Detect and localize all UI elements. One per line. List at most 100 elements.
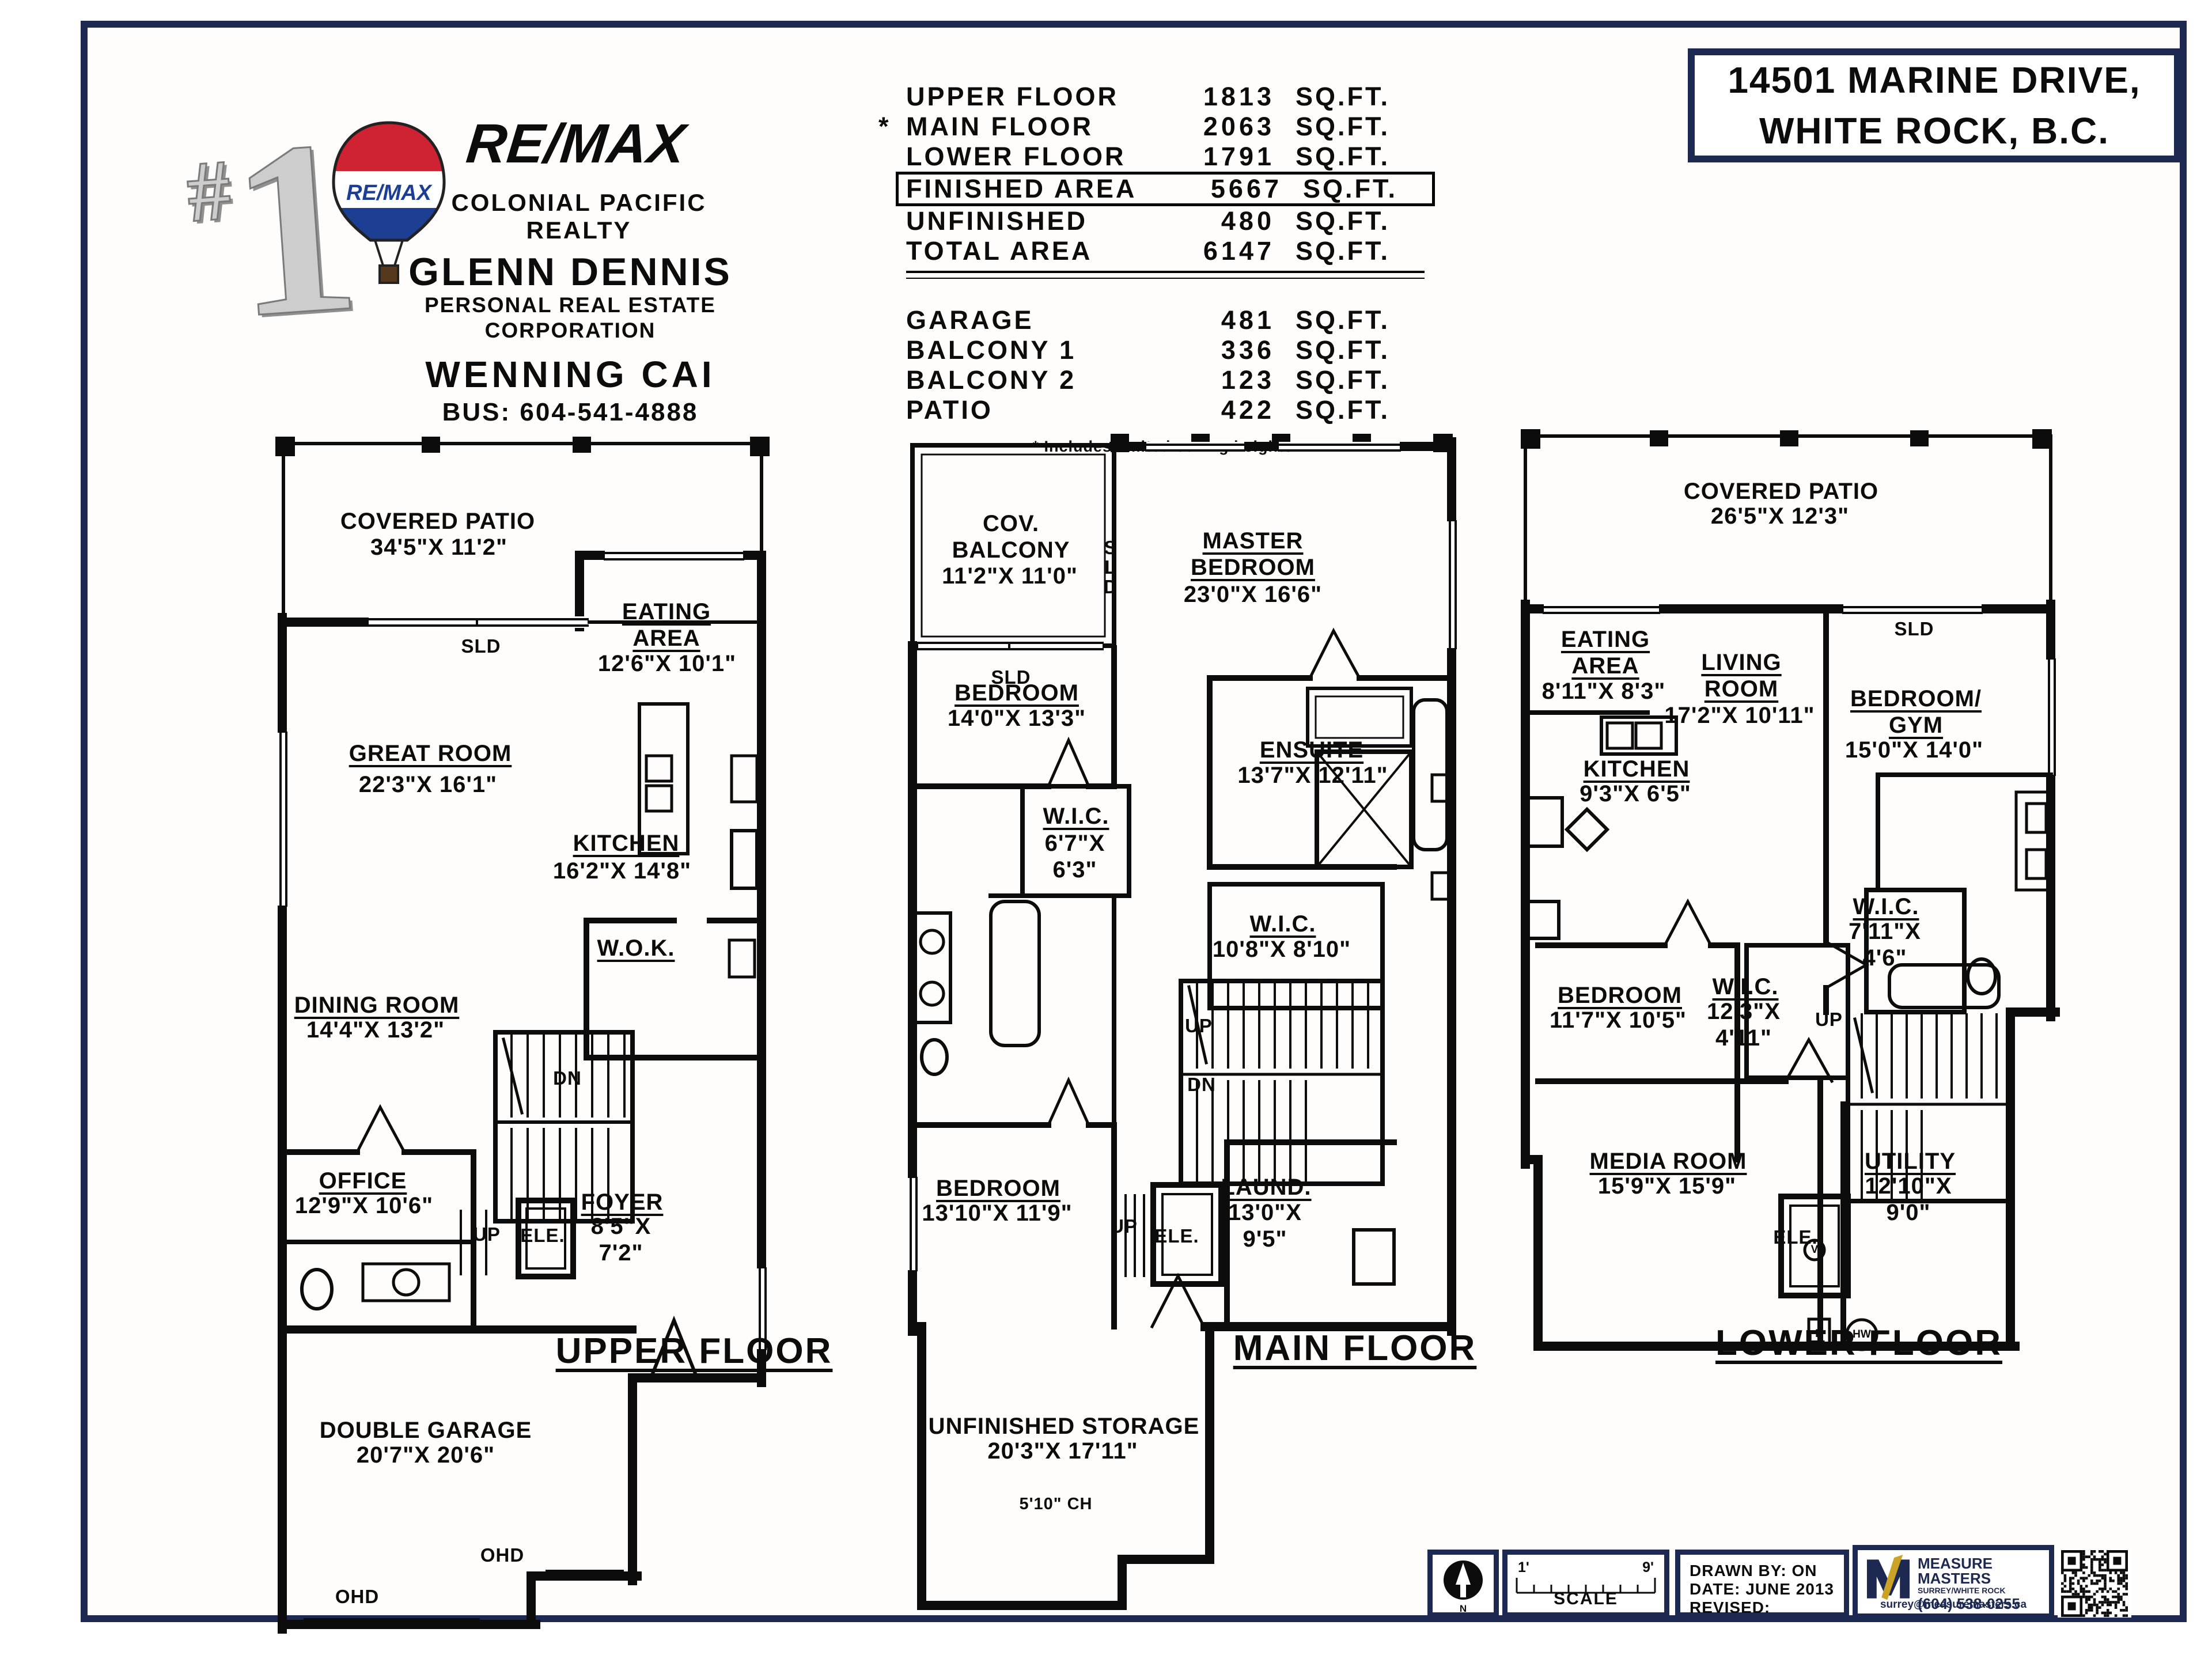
dn-label: DN	[553, 1067, 582, 1089]
room-wic1: W.I.C.	[1853, 894, 1919, 919]
room-great-room-dims: 22'3"X 16'1"	[358, 772, 498, 797]
room-kitchen: KITCHEN	[1583, 756, 1690, 782]
room-storage-dims: 20'3"X 17'11"	[987, 1438, 1138, 1464]
room-laundry: LAUND.	[1221, 1175, 1312, 1200]
sld-label: SLD	[1894, 618, 1934, 639]
row-label: BALCONY 1	[906, 335, 1077, 365]
up-label: UP	[1815, 1009, 1843, 1030]
room-bedroom2: BEDROOM	[936, 1176, 1060, 1201]
row-star: *	[878, 112, 891, 141]
room-kitchen: KITCHEN	[573, 831, 680, 856]
room-ensuite-dims: 13'7"X 12'11"	[1237, 763, 1388, 788]
room-storage: UNFINISHED STORAGE	[928, 1414, 1200, 1439]
room-garage: DOUBLE GARAGE	[319, 1418, 532, 1443]
address-line1: 14501 MARINE DRIVE,	[1728, 59, 2141, 101]
room-kitchen-dims: 9'3"X 6'5"	[1580, 781, 1691, 806]
row-unit: SQ.FT.	[1296, 395, 1391, 425]
elevator-label: ELE.	[1773, 1226, 1818, 1248]
row-unit: SQ.FT.	[1303, 174, 1398, 203]
row-label: UNFINISHED	[906, 206, 1088, 236]
upper-floor-plan-drawing	[275, 437, 770, 1634]
room-office-dims: 12'9"X 10'6"	[294, 1193, 434, 1218]
balloon-wordmark: RE/MAX	[346, 181, 433, 205]
room-eating-area: EATING AREA	[622, 599, 711, 651]
table-row: BALCONY 2 123 SQ.FT.	[906, 365, 1425, 395]
room-office: OFFICE	[319, 1168, 407, 1194]
main-floor-title: MAIN FLOOR	[1233, 1328, 1477, 1368]
table-row: LOWER FLOOR 1791 SQ.FT.	[906, 142, 1425, 172]
room-utility: UTILITY	[1864, 1149, 1956, 1174]
row-unit: SQ.FT.	[1296, 365, 1391, 395]
room-bedroom2-dims: 13'10"X 11'9"	[922, 1200, 1073, 1226]
office-name-line2: REALTY	[526, 217, 632, 244]
scale-end: 9'	[1642, 1559, 1654, 1575]
row-label: PATIO	[906, 395, 993, 425]
row-value: 2063	[1203, 112, 1275, 141]
drawn-by-box: DRAWN BY: ON DATE: JUNE 2013 REVISED:	[1675, 1550, 1849, 1618]
table-divider	[906, 271, 1425, 279]
breaker-label: B	[1815, 1328, 1823, 1340]
table-row: PATIO 422 SQ.FT.	[906, 395, 1425, 425]
remax-balloon-icon: RE/MAX	[332, 121, 446, 284]
row-label: FINISHED AREA	[906, 174, 1137, 203]
room-great-room: GREAT ROOM	[349, 741, 512, 766]
ceiling-height-note: 5'10" CH	[1019, 1495, 1093, 1513]
row-label: MAIN FLOOR	[906, 112, 1093, 141]
company-phone: (604) 538-0255	[1918, 1595, 2020, 1612]
measure-masters-logo	[1866, 1555, 1910, 1600]
company-name: MEASURE MASTERS	[1918, 1555, 1993, 1587]
row-label: UPPER FLOOR	[906, 82, 1119, 111]
room-bedroom-gym-dims: 15'0"X 14'0"	[1844, 737, 1984, 763]
office-name-line1: COLONIAL PACIFIC	[451, 189, 707, 216]
table-row: UPPER FLOOR 1813 SQ.FT.	[906, 82, 1425, 112]
room-eating-area-dims: 12'6"X 10'1"	[597, 651, 737, 676]
room-dining-dims: 14'4"X 13'2"	[306, 1017, 445, 1043]
drawn-by: DRAWN BY: ON	[1690, 1562, 1817, 1580]
row-label: BALCONY 2	[906, 365, 1077, 395]
hash-glyph: #	[183, 141, 234, 241]
agent-title: PERSONAL REAL ESTATE CORPORATION	[425, 293, 716, 342]
row-unit: SQ.FT.	[1296, 142, 1391, 171]
row-unit: SQ.FT.	[1296, 305, 1391, 335]
row-unit: SQ.FT.	[1296, 112, 1391, 141]
room-bedroom: BEDROOM	[1558, 983, 1682, 1008]
company-email: surrey@measuremasters.ca	[1880, 1599, 2027, 1611]
agent-name-2: WENNING CAI	[425, 354, 715, 395]
main-floor-plan-drawing	[908, 434, 1457, 1610]
row-value: 1813	[1203, 82, 1275, 111]
scale-label: SCALE	[1554, 1589, 1618, 1608]
row-unit: SQ.FT.	[1296, 335, 1391, 365]
row-value: 1791	[1203, 142, 1275, 171]
revised: REVISED:	[1690, 1599, 1771, 1616]
room-garage-dims: 20'7"X 20'6"	[356, 1442, 495, 1468]
qr-code	[2061, 1550, 2128, 1617]
north-arrow-icon	[1444, 1560, 1483, 1600]
room-wic2: W.I.C.	[1712, 974, 1779, 999]
row-value: 123	[1221, 365, 1275, 395]
room-utility-dims: 12'10"X 9'0"	[1865, 1173, 1952, 1225]
room-dining: DINING ROOM	[294, 993, 460, 1018]
sld-label: SLD	[461, 635, 501, 657]
room-bedroom1-dims: 14'0"X 13'3"	[947, 706, 1086, 731]
north-label: N	[1459, 1603, 1467, 1614]
room-kitchen-dims: 16'2"X 14'8"	[552, 858, 692, 884]
room-bedroom-gym: BEDROOM/ GYM	[1850, 686, 1982, 738]
company-tagline: SURREY/WHITE ROCK	[1918, 1586, 2006, 1595]
table-row: GARAGE 481 SQ.FT.	[906, 305, 1425, 335]
room-living-room-dims: 17'2"X 10'11"	[1664, 703, 1815, 728]
address-box: 14501 MARINE DRIVE, WHITE ROCK, B.C.	[1688, 48, 2181, 162]
ohd-label: OHD	[480, 1544, 525, 1566]
table-row: TOTAL AREA 6147 SQ.FT.	[906, 236, 1425, 266]
up-label: UP	[1185, 1015, 1213, 1036]
row-unit: SQ.FT.	[1296, 236, 1391, 266]
room-wic2: W.I.C.	[1249, 911, 1316, 937]
lower-floor-plan-drawing	[1521, 429, 2060, 1351]
room-cov-balcony: COV. BALCONY	[952, 511, 1070, 563]
room-master-bedroom-dims: 23'0"X 16'6"	[1183, 582, 1323, 607]
room-covered-patio: COVERED PATIO	[340, 509, 536, 534]
room-media-room-dims: 15'9"X 15'9"	[1597, 1173, 1737, 1199]
table-row: BALCONY 1 336 SQ.FT.	[906, 335, 1425, 365]
room-foyer-dims: 8'5"X 7'2"	[590, 1214, 652, 1266]
remax-wordmark: RE/MAX	[463, 113, 689, 175]
row-value: 481	[1221, 305, 1275, 335]
